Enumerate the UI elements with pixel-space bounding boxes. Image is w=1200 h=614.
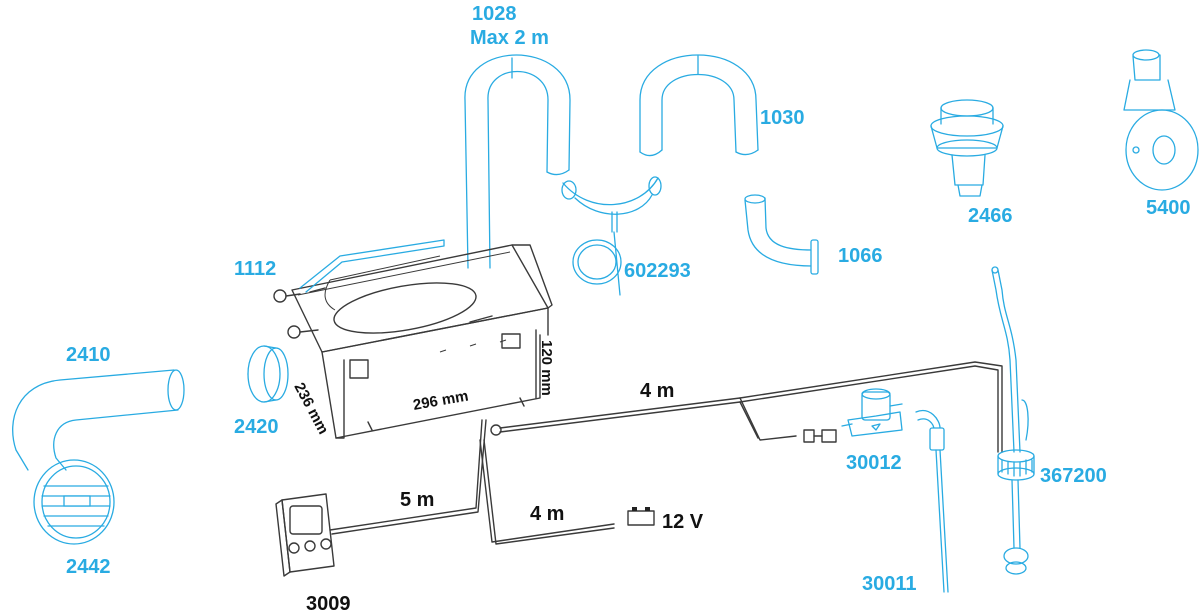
label-1028: 1028 [472, 3, 517, 25]
label-1066: 1066 [838, 245, 883, 267]
battery-icon [627, 507, 655, 526]
voltage-label: 12 V [662, 511, 704, 533]
fuel-filter [803, 429, 837, 443]
label-1030: 1030 [760, 107, 805, 129]
length-control-cable: 5 m [400, 489, 434, 511]
standpipe-30011 [915, 409, 949, 593]
part-5400 [1123, 49, 1199, 191]
dimension-width: 296 mm [412, 387, 470, 413]
part-1066 [744, 194, 819, 275]
pipe-1030 [639, 54, 759, 157]
label-5400: 5400 [1146, 197, 1191, 219]
label-max-length: Max 2 m [470, 27, 549, 49]
part-1112 [299, 239, 445, 293]
dimension-depth: 236 mm [290, 380, 331, 437]
part-2410 [12, 369, 185, 471]
heater-unit [273, 244, 553, 439]
label-3009: 3009 [306, 593, 351, 614]
label-367200: 367200 [1040, 465, 1107, 487]
pipe-1028 [464, 54, 571, 269]
dimension-height: 120 mm [538, 340, 555, 396]
label-1112: 1112 [234, 258, 276, 280]
label-602293: 602293 [624, 260, 691, 282]
label-2420: 2420 [234, 416, 279, 438]
label-2410: 2410 [66, 344, 111, 366]
label-30011: 30011 [862, 573, 917, 595]
label-30012: 30012 [846, 452, 902, 474]
length-power-cable: 4 m [530, 503, 564, 525]
control-panel-3009 [275, 493, 335, 577]
label-2442: 2442 [66, 556, 111, 578]
length-fuel-line: 4 m [640, 380, 674, 402]
label-2466: 2466 [968, 205, 1013, 227]
fuel-pump-30012 [841, 388, 903, 437]
cables [329, 361, 1003, 545]
part-2420 [247, 345, 289, 403]
tank-fitting-367200 [991, 266, 1035, 575]
part-602293 [561, 176, 662, 296]
part-2442 [33, 459, 115, 545]
part-2466 [930, 99, 1004, 197]
